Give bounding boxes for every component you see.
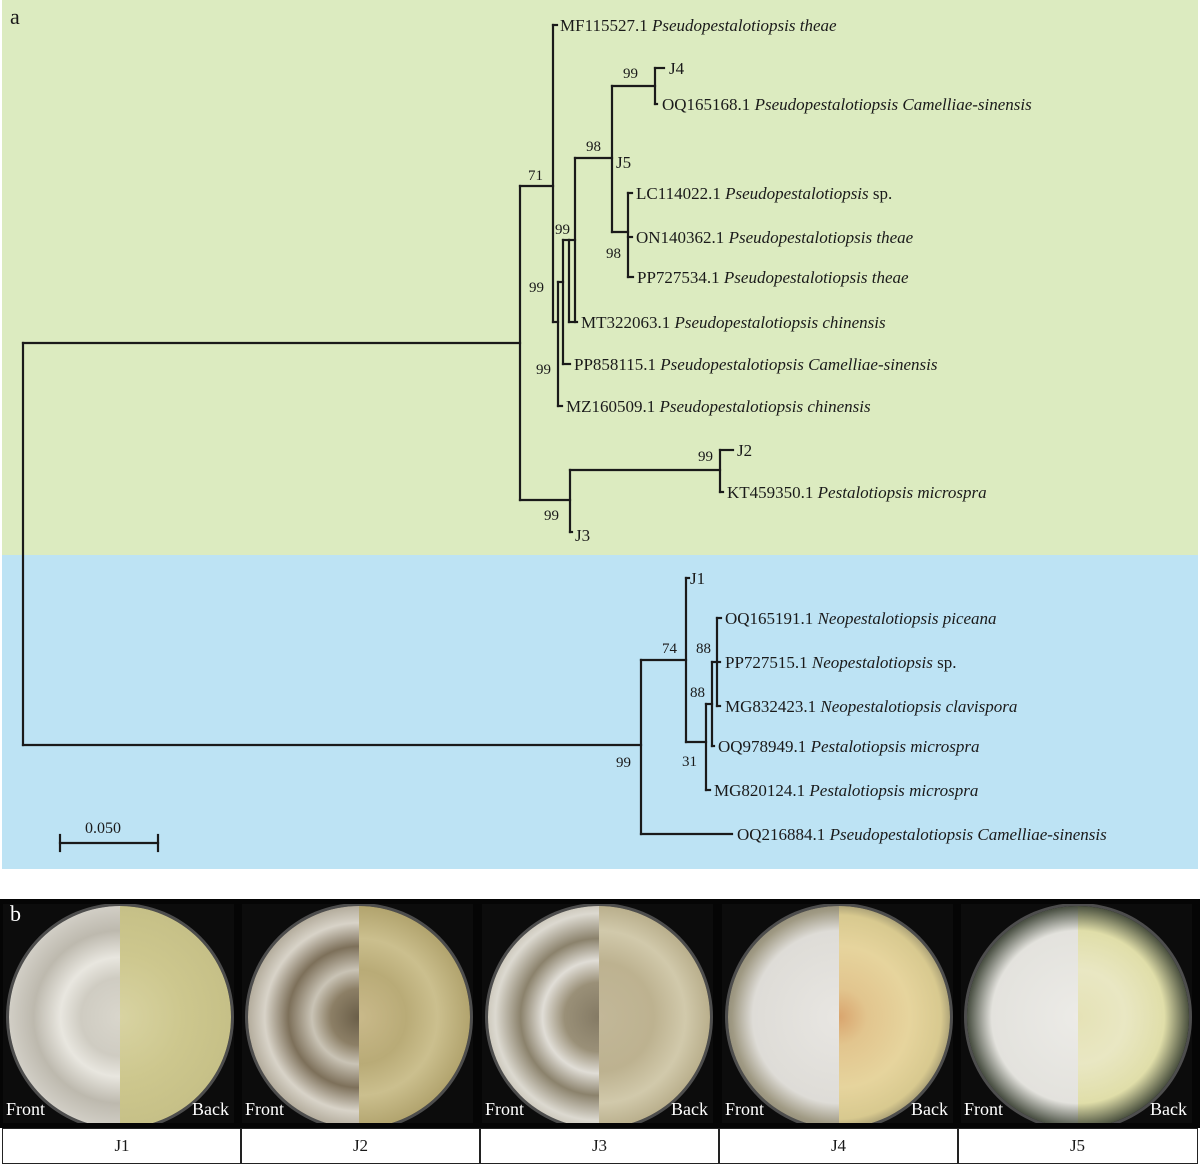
petri-dish	[9, 906, 231, 1123]
front-label: Front	[725, 1099, 765, 1119]
plate-front-half	[967, 906, 1078, 1123]
leaf-label: MG832423.1 Neopestalotiopsis clavispora	[725, 697, 1017, 716]
front-label: Front	[6, 1099, 46, 1119]
leaf-label: J1	[690, 569, 705, 588]
leaf-label: J5	[616, 153, 631, 172]
bootstrap-value: 88	[696, 641, 711, 657]
leaf-label: ON140362.1 Pseudopestalotiopsis theae	[636, 228, 914, 247]
leaf-label: MG820124.1 Pestalotiopsis microspra	[714, 781, 978, 800]
leaf-label: J3	[575, 526, 590, 545]
plate-back-half	[120, 906, 231, 1123]
bootstrap-value: 99	[555, 222, 570, 238]
back-label: Back	[911, 1099, 948, 1119]
bootstrap-value: 71	[528, 168, 543, 184]
bootstrap-value: 99	[698, 449, 713, 465]
bootstrap-values: 99 98 98 71 99 99 99 99 99 74 88 88 31 9…	[528, 66, 713, 771]
bootstrap-value: 98	[586, 139, 601, 155]
bootstrap-value: 74	[662, 641, 678, 657]
leaf-label: KT459350.1 Pestalotiopsis microspra	[727, 483, 987, 502]
bootstrap-value: 31	[682, 754, 697, 770]
leaf-label: OQ165168.1 Pseudopestalotiopsis Camellia…	[662, 95, 1032, 114]
plate-back-half	[1078, 906, 1189, 1123]
bootstrap-value: 99	[529, 280, 544, 296]
leaf-label: PP727515.1 Neopestalotiopsis sp.	[725, 653, 956, 672]
isolate-caption: J1	[2, 1128, 242, 1164]
front-label: Front	[964, 1099, 1004, 1119]
plate-back-half	[599, 906, 710, 1123]
leaf-labels: MF115527.1 Pseudopestalotiopsis theae J4…	[560, 16, 1107, 844]
bootstrap-value: 88	[690, 685, 705, 701]
front-label: Front	[245, 1099, 285, 1119]
plate-back-half	[359, 906, 470, 1123]
leaf-label: OQ978949.1 Pestalotiopsis microspra	[718, 737, 979, 756]
plate-front-half	[248, 906, 359, 1123]
leaf-label: LC114022.1 Pseudopestalotiopsis sp.	[636, 184, 892, 203]
petri-dish	[488, 906, 710, 1123]
plate-front-half	[488, 906, 599, 1123]
petri-dish	[248, 906, 470, 1123]
leaf-label: MF115527.1 Pseudopestalotiopsis theae	[560, 16, 837, 35]
phylogenetic-tree: a MF115527.1 Pseudopestalotiopsis theae …	[2, 0, 1198, 869]
isolate-caption: J5	[957, 1128, 1198, 1164]
petri-dish	[728, 906, 950, 1123]
leaf-label: PP858115.1 Pseudopestalotiopsis Camellia…	[574, 355, 938, 374]
leaf-label: PP727534.1 Pseudopestalotiopsis theae	[637, 268, 909, 287]
plate-photo-strip: b Front Back Front Front Back	[0, 899, 1200, 1128]
isolate-caption-bar: J1 J2 J3 J4 J5	[0, 1128, 1200, 1167]
plate-photo-j4: Front Back	[722, 904, 953, 1123]
plate-front-half	[728, 906, 839, 1123]
leaf-label: OQ165191.1 Neopestalotiopsis piceana	[725, 609, 997, 628]
bootstrap-value: 99	[623, 66, 638, 82]
leaf-label: MZ160509.1 Pseudopestalotiopsis chinensi…	[566, 397, 871, 416]
clade-background-top	[2, 0, 1198, 555]
plate-front-half	[9, 906, 120, 1123]
isolate-caption: J3	[479, 1128, 720, 1164]
plate-photo-j5: Front Back	[961, 904, 1192, 1123]
scale-bar-label: 0.050	[85, 820, 121, 837]
leaf-label: J2	[737, 441, 752, 460]
leaf-label: J4	[669, 59, 685, 78]
leaf-label: OQ216884.1 Pseudopestalotiopsis Camellia…	[737, 825, 1107, 844]
isolate-caption: J4	[718, 1128, 959, 1164]
bootstrap-value: 99	[544, 508, 559, 524]
back-label: Back	[1150, 1099, 1187, 1119]
front-label: Front	[485, 1099, 525, 1119]
plate-photo-j2: Front	[242, 904, 473, 1123]
petri-dish	[967, 906, 1189, 1123]
plate-back-half	[839, 906, 950, 1123]
isolate-caption: J2	[240, 1128, 481, 1164]
bootstrap-value: 98	[606, 246, 621, 262]
bootstrap-value: 99	[616, 755, 631, 771]
panel-a-label: a	[10, 4, 20, 29]
clade-background-bottom	[2, 555, 1198, 869]
back-label: Back	[192, 1099, 229, 1119]
panel-b-label: b	[10, 901, 21, 926]
leaf-label: MT322063.1 Pseudopestalotiopsis chinensi…	[581, 313, 886, 332]
bootstrap-value: 99	[536, 362, 551, 378]
plate-photo-j1: Front Back	[3, 904, 234, 1123]
tree-branches	[21, 23, 735, 853]
back-label: Back	[671, 1099, 708, 1119]
plate-photo-j3: Front Back	[482, 904, 713, 1123]
